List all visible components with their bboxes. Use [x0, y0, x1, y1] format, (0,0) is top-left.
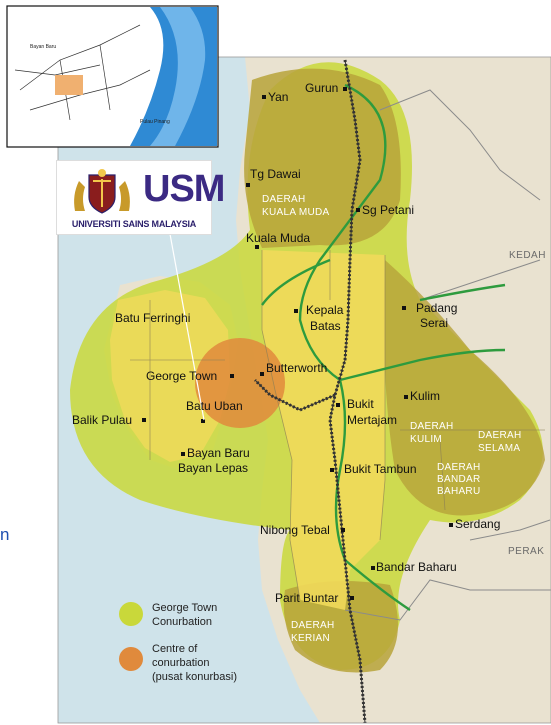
legend-swatch-centre [119, 647, 143, 671]
inset-label: Bayan Baru [30, 44, 56, 50]
inset-campus [55, 75, 83, 95]
marker-yan [262, 95, 266, 99]
usm-logo-full-name: UNIVERSITI SAINS MALAYSIA [71, 219, 197, 229]
centre-circle [195, 338, 285, 428]
marker-nibong-tebal [341, 528, 345, 532]
usm-crest-icon [74, 169, 130, 214]
railway-line [254, 59, 366, 724]
core-zone [262, 250, 385, 610]
marker-sg-petani [356, 208, 360, 212]
marker-batu-uban [201, 419, 205, 423]
marker-padang-serai [402, 306, 406, 310]
town-label: Bandar Baharu [376, 560, 457, 574]
town-label: Nibong Tebal [260, 523, 330, 537]
legend-label: Conurbation [152, 616, 212, 628]
marker-gurun [343, 87, 347, 91]
marker-bayan-baru [181, 452, 185, 456]
marker-parit-buntar [350, 596, 354, 600]
marker-kulim [404, 395, 408, 399]
legend-label: George Town [152, 602, 217, 614]
district-label: DAERAH [262, 194, 305, 205]
town-labels: Yan Gurun Tg Dawai Sg Petani Kuala Muda … [72, 81, 500, 605]
marker-kuala-muda [255, 245, 259, 249]
usm-logo-short: USM [143, 168, 225, 210]
legend-swatch-conurbation [119, 602, 143, 626]
town-label: Bukit [347, 397, 374, 411]
town-label: Serdang [455, 517, 500, 531]
district-label: BAHARU [437, 486, 480, 497]
town-label: Parit Buntar [275, 591, 338, 605]
district-labels: DAERAH KUALA MUDA DAERAH KULIM DAERAH SE… [262, 194, 521, 644]
district-kerian [283, 581, 398, 673]
usm-logo: USM UNIVERSITI SAINS MALAYSIA [57, 161, 225, 234]
district-kulim [383, 260, 545, 516]
usm-pointer-line [169, 233, 205, 421]
district-label: SELAMA [478, 443, 520, 454]
penang-core [110, 290, 230, 462]
town-label: Batas [310, 319, 341, 333]
town-label: Bukit Tambun [344, 462, 417, 476]
marker-balik-pulau [142, 418, 146, 422]
district-label: DAERAH [410, 421, 453, 432]
town-label: Bayan Lepas [178, 461, 248, 475]
district-label: DAERAH [478, 430, 521, 441]
state-label: PERAK [508, 546, 544, 557]
state-label: KEDAH [509, 250, 546, 261]
legend: George Town Conurbation Centre of conurb… [119, 602, 237, 683]
town-label: George Town [146, 369, 217, 383]
marker-bukit-tambun [330, 468, 334, 472]
district-label: KUALA MUDA [262, 207, 329, 218]
town-label: Kulim [410, 389, 440, 403]
town-label: Kepala [306, 303, 344, 317]
marker-serdang [449, 523, 453, 527]
town-markers [142, 87, 453, 600]
town-label: Sg Petani [362, 203, 414, 217]
highway [261, 83, 506, 611]
inset-label: Pulau Pinang [140, 119, 170, 125]
town-label: Gurun [305, 81, 338, 95]
town-label: Tg Dawai [250, 167, 301, 181]
boundary-lines [130, 250, 545, 601]
district-label: DAERAH [437, 462, 480, 473]
town-label: Kuala Muda [246, 231, 310, 245]
inset-map: Bayan Baru Pulau Pinang [6, 5, 219, 148]
marker-tg-dawai [246, 183, 250, 187]
town-label: Serai [420, 316, 448, 330]
district-label: DAERAH [291, 620, 334, 631]
town-label: Padang [416, 301, 457, 315]
town-label: Mertajam [347, 413, 397, 427]
cropped-side-text: n [0, 525, 10, 544]
town-label: Balik Pulau [72, 413, 132, 427]
state-border [344, 89, 551, 621]
town-label: Batu Uban [186, 399, 243, 413]
district-label: KERIAN [291, 633, 330, 644]
town-label: Butterworth [266, 361, 327, 375]
marker-kepala-batas [294, 309, 298, 313]
town-label: Yan [268, 90, 288, 104]
town-label: Bayan Baru [187, 446, 250, 460]
legend-label: conurbation [152, 657, 210, 669]
legend-label: Centre of [152, 643, 198, 655]
town-label: Batu Ferringhi [115, 311, 190, 325]
marker-bukit-mertajam [336, 403, 340, 407]
marker-butterworth [260, 372, 264, 376]
marker-george-town [230, 374, 234, 378]
district-label: KULIM [410, 434, 442, 445]
district-label: BANDAR [437, 474, 480, 485]
marker-bandar-baharu [371, 566, 375, 570]
legend-label: (pusat konurbasi) [152, 671, 237, 683]
map-frame [57, 56, 551, 724]
inset-sea-light [150, 7, 206, 146]
